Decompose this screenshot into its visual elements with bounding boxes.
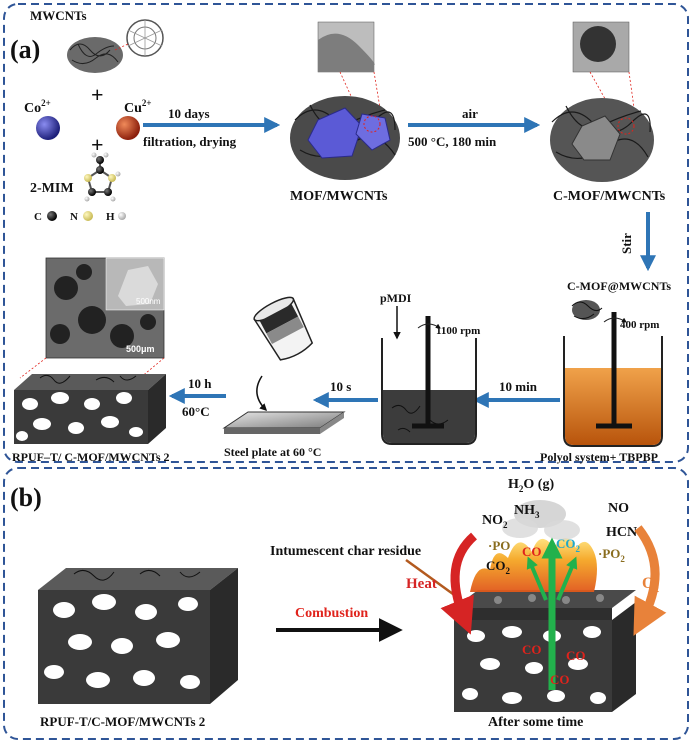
polyol-label: Polyol system+ TBPBP [540, 450, 658, 464]
hcn-label: HCN [606, 525, 637, 540]
rpuf-foam-block-a [14, 374, 166, 444]
co-ion-ball [36, 116, 60, 140]
polyol-beaker [563, 312, 663, 447]
plus-1: + [91, 82, 104, 107]
co-foam-3: CO [550, 672, 570, 687]
mof-mwcnts-composite [290, 96, 400, 180]
2-mim-label: 2-MIM [30, 181, 74, 196]
co-foam-2: CO [566, 648, 586, 663]
heat-arrow [440, 532, 478, 635]
h10-label: 10 h [188, 376, 212, 391]
rpm400-label: 400 rpm [620, 319, 659, 331]
rpuf-foam-block-b [38, 568, 238, 704]
step1-top-label: 10 days [168, 106, 210, 121]
green-arrow-right [556, 556, 578, 601]
o2-arrow [633, 525, 667, 636]
steel-label: Steel plate at 60 °C [224, 445, 321, 459]
cmof-inset-leader-1 [589, 71, 619, 123]
nh3-label: NH3 [514, 503, 540, 520]
co-label: Co2+ [24, 98, 51, 116]
s10-label: 10 s [330, 379, 351, 394]
sem-500um-label: 500μm [126, 344, 155, 354]
pouring-cup [253, 296, 314, 361]
min10-label: 10 min [499, 379, 538, 394]
legend-h-label: H [106, 211, 115, 223]
smoke [502, 500, 580, 540]
stir-label: Stir [619, 233, 634, 254]
rpm1100-label: 1100 rpm [436, 325, 480, 337]
plus-2: + [91, 132, 104, 157]
rpuf-b-label: RPUF-T/C-MOF/MWCNTs 2 [40, 714, 205, 729]
nanotube-inset-icon [114, 19, 164, 57]
cmof-at-label: C-MOF@MWCNTs [567, 279, 671, 293]
step1-bottom-label: filtration, drying [143, 134, 237, 149]
panel-a-frame [3, 3, 689, 463]
burning-foam-block [454, 590, 636, 712]
sem-leader-1 [19, 357, 47, 379]
sem-image [45, 257, 165, 359]
co2-b-label: CO2 [556, 536, 581, 554]
co2-a-label: CO2 [486, 558, 511, 576]
pour-curve-arrow [256, 375, 268, 412]
h2o-label: H2O (g) [508, 477, 554, 494]
cmof-tem-texture [580, 26, 616, 62]
legend-n-ball [83, 211, 93, 221]
c60-label: 60°C [182, 404, 210, 419]
pmdi-beaker [381, 316, 477, 445]
green-arrow-left [526, 556, 548, 601]
mwcnts-label: MWCNTs [30, 8, 87, 23]
mwcnts-bundle-icon [67, 37, 123, 73]
po2-label: ·PO2 [598, 546, 625, 564]
co-foam-1: CO [522, 642, 542, 657]
step2-bottom-label: 500 °C, 180 min [408, 134, 497, 149]
po-label: ·PO [488, 538, 510, 553]
cu-label: Cu2+ [124, 98, 152, 116]
co-flame-label: CO [522, 544, 542, 559]
after-time-label: After some time [488, 715, 583, 730]
cmof-mwcnts-composite [550, 98, 654, 182]
char-residue-label: Intumescent char residue [270, 544, 421, 559]
mof-label: MOF/MWCNTs [290, 189, 388, 204]
panel-b-label: (b) [10, 483, 42, 512]
no-label: NO [608, 501, 629, 516]
cmof-at-particles-icon [571, 300, 603, 320]
step2-top-label: air [462, 106, 478, 121]
cmof-label: C-MOF/MWCNTs [553, 189, 666, 204]
steel-plate [222, 411, 346, 434]
pmdi-label: pMDI [380, 291, 412, 305]
2-mim-molecule-icon [84, 152, 121, 202]
legend-c-ball [47, 211, 57, 221]
panel-b-frame [3, 467, 689, 740]
heat-label: Heat [406, 576, 437, 592]
legend-n-label: N [70, 211, 78, 223]
legend-c-label: C [34, 211, 42, 223]
panel-a-label: (a) [10, 35, 40, 64]
mof-tem-texture [318, 33, 375, 72]
no2-label: NO2 [482, 513, 508, 530]
combustion-label: Combustion [295, 606, 368, 621]
cu-ion-ball [116, 116, 140, 140]
cmof-inset-leader-2 [628, 71, 637, 123]
sem-50nm-label: 500nm [136, 297, 161, 306]
legend-h-ball [118, 212, 126, 220]
sem-leader-2 [139, 357, 165, 379]
rpuf-a-label: RPUF–T/ C-MOF/MWCNTs 2 [12, 450, 170, 464]
o2-label: O2 [642, 575, 659, 594]
